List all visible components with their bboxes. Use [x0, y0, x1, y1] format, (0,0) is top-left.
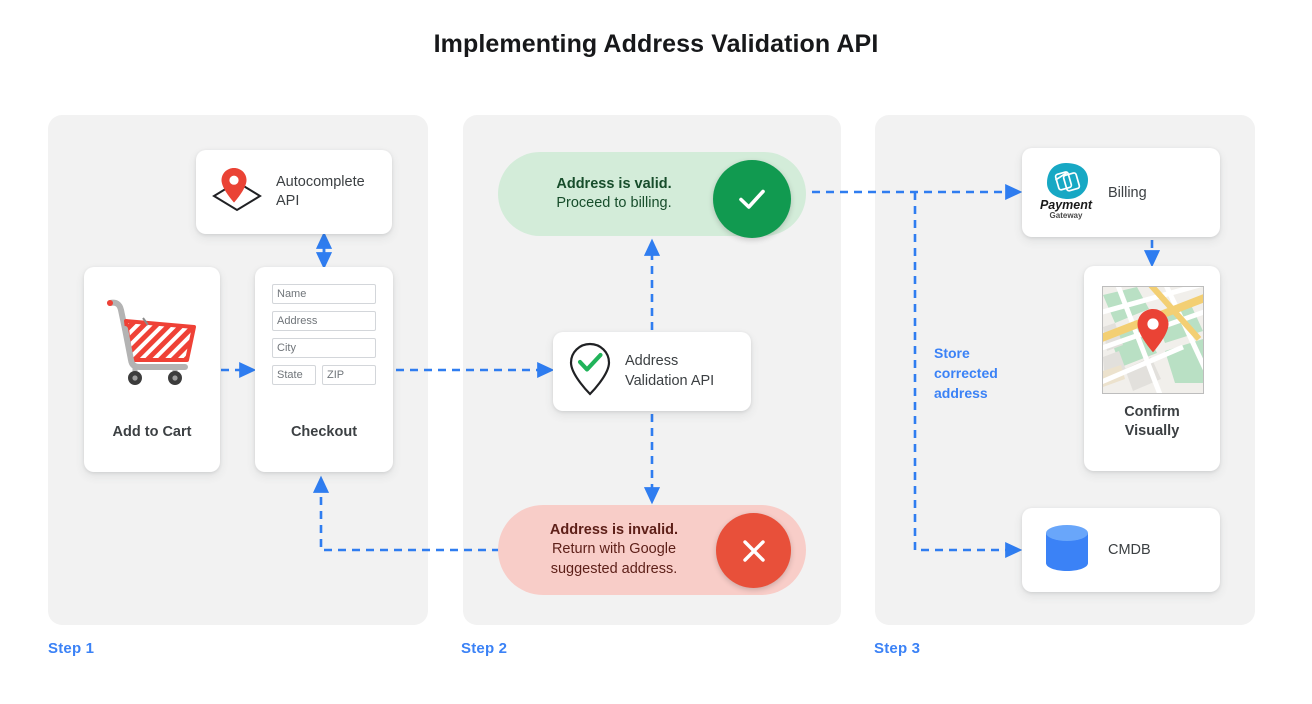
- address-invalid-line2: Return with Google: [551, 541, 677, 558]
- x-circle-icon: [716, 513, 791, 588]
- checkout-caption: Checkout: [290, 424, 358, 441]
- name-field[interactable]: Name: [272, 284, 376, 304]
- svg-text:Payment: Payment: [1040, 198, 1093, 212]
- step-2-label: Step 2: [461, 640, 508, 657]
- address-valid-line2: Proceed to billing.: [556, 195, 672, 211]
- address-valid-line1: Address is valid.: [556, 175, 672, 192]
- check-circle-icon: [713, 160, 791, 238]
- map-pin-check-icon: [565, 340, 615, 403]
- shopping-cart-icon: [84, 285, 220, 395]
- state-field[interactable]: State: [272, 365, 316, 385]
- step-1-label: Step 1: [48, 640, 95, 657]
- checkout-form: Name Address City State ZIP: [272, 284, 376, 385]
- database-cylinder-icon: [1040, 521, 1094, 580]
- address-invalid-pill: Address is invalid. Return with Google s…: [498, 505, 806, 595]
- page-title: Implementing Address Validation API: [433, 30, 879, 58]
- address-valid-text: Address is valid. Proceed to billing.: [498, 152, 730, 236]
- address-invalid-line1: Address is invalid.: [549, 522, 679, 539]
- cmdb-label: CMDB: [1108, 542, 1151, 558]
- address-field[interactable]: Address: [272, 311, 376, 331]
- zip-field[interactable]: ZIP: [322, 365, 376, 385]
- payment-gateway-logo-icon: Payment Gateway: [1036, 159, 1096, 226]
- checkout-card[interactable]: Name Address City State ZIP Checkout: [255, 267, 393, 472]
- city-field[interactable]: City: [272, 338, 376, 358]
- address-invalid-line3: suggested address.: [550, 560, 678, 577]
- add-to-cart-card[interactable]: Add to Cart: [84, 267, 220, 472]
- billing-card[interactable]: Payment Gateway Billing: [1022, 148, 1220, 237]
- address-valid-pill: Address is valid. Proceed to billing.: [498, 152, 806, 238]
- map-thumbnail-icon: [1102, 286, 1204, 394]
- state-zip-row: State ZIP: [272, 365, 376, 385]
- cmdb-card[interactable]: CMDB: [1022, 508, 1220, 592]
- add-to-cart-caption: Add to Cart: [112, 424, 192, 441]
- billing-label: Billing: [1108, 184, 1147, 201]
- address-invalid-text: Address is invalid. Return with Google s…: [498, 505, 730, 595]
- step-3-label: Step 3: [874, 640, 921, 657]
- svg-text:Gateway: Gateway: [1050, 211, 1083, 220]
- map-pin-diamond-icon: [208, 164, 266, 221]
